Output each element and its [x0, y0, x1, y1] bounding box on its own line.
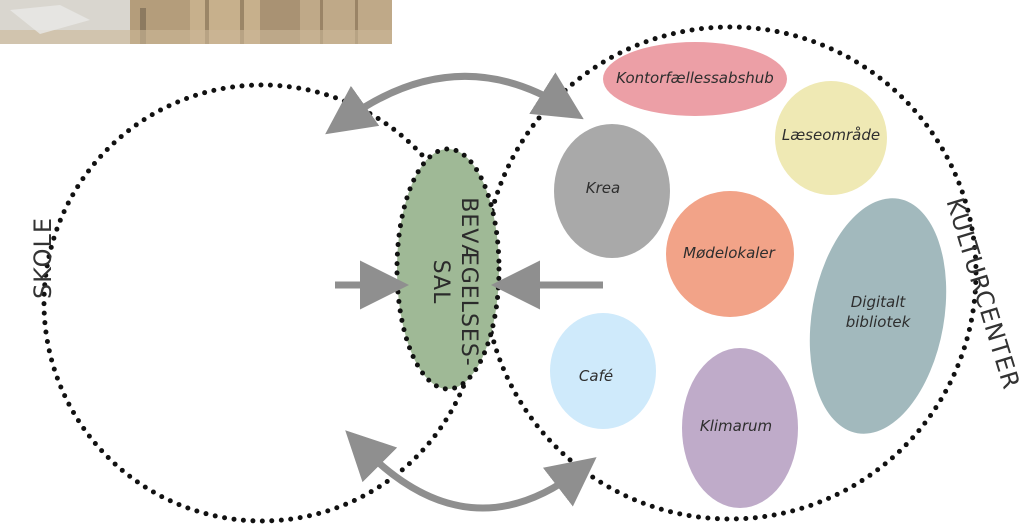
digitalt-bibliotek-bubble — [809, 198, 947, 434]
photo-thumbnail — [0, 0, 392, 44]
digitalt-bibliotek-label-line2: bibliotek — [846, 313, 912, 331]
laeseomraade-bubble — [775, 81, 887, 195]
klimarum-bubble — [682, 348, 798, 508]
krea-label: Krea — [586, 179, 620, 197]
krea-bubble — [554, 124, 670, 258]
kontorfaellesskabshub-label: Kontorfællessabshub — [616, 69, 774, 87]
kulturcenter-zone-outline — [481, 24, 979, 522]
laeseomraade-label: Læseområde — [782, 126, 880, 144]
top-curved-arrow — [325, 72, 584, 135]
kontorfaellesskabshub-bubble — [603, 42, 787, 116]
kulturcenter-label: KULTURCENTER — [941, 195, 1026, 393]
bevaegelsessal-label-line1: BEVÆGELSES- — [456, 197, 481, 366]
cafe-label: Café — [579, 367, 613, 385]
cafe-bubble — [550, 313, 656, 429]
digitalt-bibliotek-label-line1: Digitalt — [851, 293, 907, 311]
skole-label: SKOLE — [29, 217, 57, 299]
moedelokaler-bubble — [666, 191, 794, 317]
bottom-curved-arrow — [345, 430, 597, 512]
moedelokaler-label: Mødelokaler — [683, 244, 775, 262]
bevaegelsessal-label-line2: SAL — [428, 260, 453, 305]
klimarum-label: Klimarum — [700, 417, 772, 435]
